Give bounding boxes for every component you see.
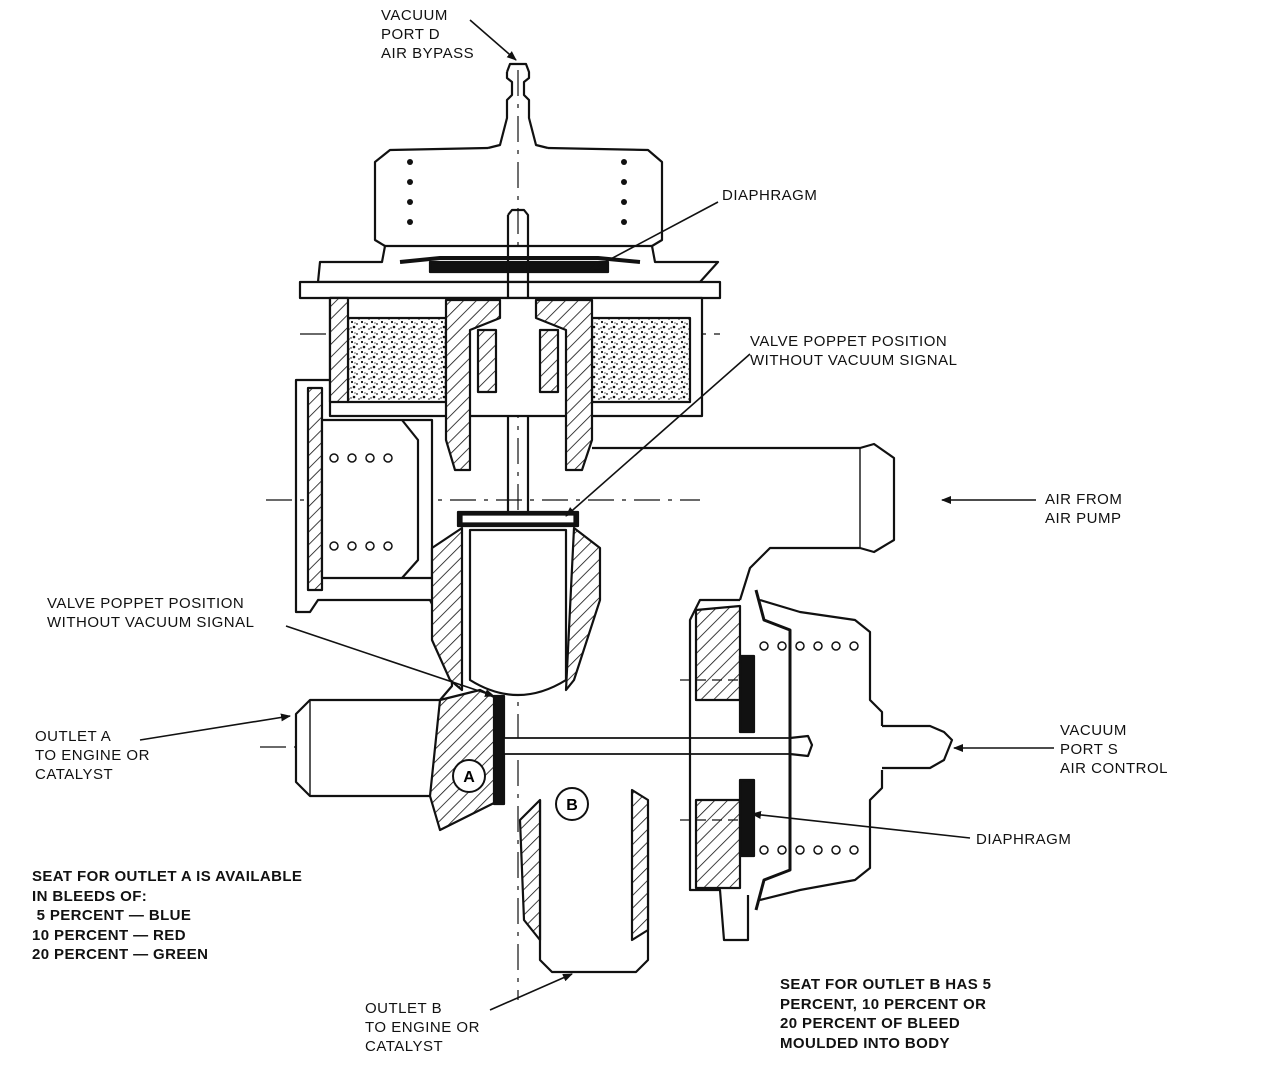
label-diaphragm-bottom: DIAPHRAGM [976, 831, 1072, 848]
label-vacuum-port-d-line-1: VACUUM [381, 7, 448, 24]
marker-a: A [452, 759, 486, 793]
label-outlet-a-line-3: CATALYST [35, 766, 114, 783]
marker-b-text: B [566, 797, 578, 814]
label-outlet-b-line-3: CATALYST [365, 1038, 444, 1055]
label-outlet-b-line-1: OUTLET B [365, 1000, 443, 1017]
label-air-from-pump: AIR FROM AIR PUMP [1045, 490, 1122, 528]
label-poppet-top-line-2: WITHOUT VACUUM SIGNAL [750, 352, 958, 369]
label-poppet-top: VALVE POPPET POSITION WITHOUT VACUUM SIG… [750, 332, 957, 370]
note-seat-b-line-4: MOULDED INTO BODY [780, 1034, 950, 1052]
leader-outlet-a [139, 713, 291, 741]
label-outlet-a: OUTLET A TO ENGINE OR CATALYST [35, 727, 150, 784]
label-poppet-top-line-1: VALVE POPPET POSITION [750, 333, 948, 350]
note-seat-a-line-5: 20 PERCENT — GREEN [32, 946, 209, 963]
note-seat-b-line-2: PERCENT, 10 PERCENT OR [780, 995, 987, 1013]
marker-a-text: A [463, 769, 475, 786]
label-poppet-left-line-1: VALVE POPPET POSITION [47, 595, 245, 612]
label-vacuum-port-d-line-2: PORT D [381, 26, 441, 43]
leader-diaphragm-bottom [751, 811, 971, 839]
label-outlet-b-line-2: TO ENGINE OR [365, 1019, 480, 1036]
label-vacuum-port-s-line-2: PORT S [1060, 741, 1119, 758]
leader-poppet-left [285, 625, 495, 697]
label-diaphragm-top: DIAPHRAGM [722, 187, 818, 204]
note-seat-a-line-2: IN BLEEDS OF: [32, 887, 148, 905]
leader-poppet-top [565, 353, 751, 517]
marker-b: B [555, 787, 589, 821]
label-poppet-left: VALVE POPPET POSITION WITHOUT VACUUM SIG… [47, 594, 254, 632]
label-air-from-pump-line-1: AIR FROM [1045, 491, 1123, 508]
label-vacuum-port-s: VACUUM PORT S AIR CONTROL [1060, 721, 1168, 778]
label-vacuum-port-s-line-1: VACUUM [1060, 722, 1127, 739]
label-outlet-a-line-2: TO ENGINE OR [35, 747, 150, 764]
note-seat-a-line-4: 10 PERCENT — RED [32, 926, 186, 944]
label-outlet-b: OUTLET B TO ENGINE OR CATALYST [365, 999, 480, 1056]
label-vacuum-port-d-line-3: AIR BYPASS [381, 45, 475, 62]
leader-outlet-b [489, 973, 573, 1011]
note-seat-b-line-1: SEAT FOR OUTLET B HAS 5 [780, 976, 992, 993]
label-outlet-a-line-1: OUTLET A [35, 728, 112, 745]
label-air-from-pump-line-2: AIR PUMP [1045, 510, 1122, 527]
leader-port-d [469, 19, 517, 61]
note-seat-outlet-b: SEAT FOR OUTLET B HAS 5 PERCENT, 10 PERC… [780, 975, 991, 1053]
note-seat-b-line-3: 20 PERCENT OF BLEED [780, 1015, 961, 1032]
note-seat-a-line-1: SEAT FOR OUTLET A IS AVAILABLE [32, 868, 303, 885]
note-seat-outlet-a: SEAT FOR OUTLET A IS AVAILABLE IN BLEEDS… [32, 867, 302, 965]
note-seat-a-line-3: 5 PERCENT — BLUE [32, 907, 192, 924]
label-vacuum-port-s-line-3: AIR CONTROL [1060, 760, 1169, 777]
label-poppet-left-line-2: WITHOUT VACUUM SIGNAL [47, 614, 255, 631]
leader-diaphragm-top [589, 201, 719, 271]
label-vacuum-port-d: VACUUM PORT D AIR BYPASS [381, 6, 474, 63]
